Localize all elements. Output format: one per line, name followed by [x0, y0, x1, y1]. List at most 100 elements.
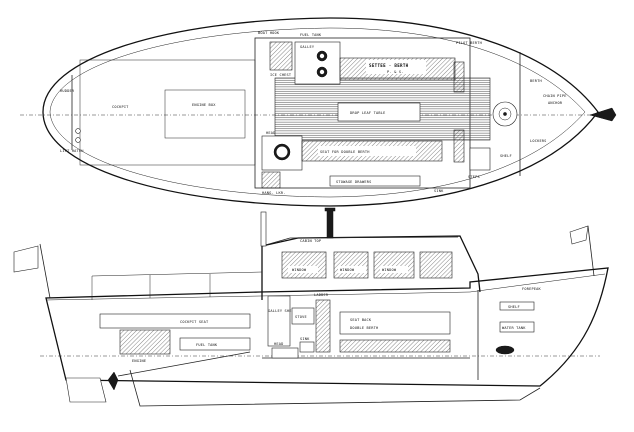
stove-burner-2-inner: [319, 69, 325, 75]
window-2-label: WINDOW: [340, 268, 355, 272]
double-berth-profile: [339, 311, 451, 335]
galley-shelf-profile: [267, 295, 291, 347]
bow-flag: [569, 225, 589, 245]
settee-double-berth-label: SEAT FOR DOUBLE BERTH: [320, 150, 370, 154]
fuel-tank-profile: [179, 337, 251, 351]
rudder-blade: [65, 377, 107, 403]
ladder-profile: [315, 299, 331, 353]
propeller: [107, 371, 119, 391]
drop-leaf-table: [337, 102, 421, 122]
rudder-label: RUDDER: [60, 89, 75, 93]
settee-berth-sub-label: P. & S.: [387, 70, 404, 74]
lockers-label: LOCKERS: [530, 139, 547, 143]
shelf-profile-label: SHELF: [508, 305, 520, 309]
cockpit-rail: [91, 271, 263, 300]
rudder-post-1: [75, 128, 81, 134]
galley-block: [294, 41, 341, 85]
cockpit-seat: [99, 313, 251, 329]
sink-profile-label: SINK: [300, 337, 310, 341]
anchor-label: ANCHOR: [548, 101, 563, 105]
mast-step-inner: [498, 107, 512, 121]
fuel-tank-plan-label: FUEL TANK: [300, 33, 322, 37]
shelf-profile: [499, 301, 535, 311]
window-3-label-bg: [380, 266, 408, 273]
settee-berth-top-label-bg: [366, 60, 426, 74]
boat-hook-label: BOAT HOOK: [258, 31, 280, 35]
sink-block: [453, 129, 465, 163]
cabin-top-label: CABIN TOP: [300, 239, 321, 243]
shelf-label: SHELF: [500, 154, 512, 158]
sink-block-upper: [453, 61, 465, 93]
ladder-label: LADDER: [314, 293, 329, 297]
profile-view: CABIN TOP WINDOW WINDOW WINDOW COCKPIT S…: [13, 207, 609, 407]
plan-hull-outline: [42, 17, 599, 207]
hanging-locker: [261, 171, 281, 189]
engine-block: [119, 329, 171, 355]
fuel-tank-label: FUEL TANK: [196, 343, 218, 347]
stowage-drawers-label: STOWAGE DRAWERS: [336, 180, 371, 184]
stack-cap: [324, 207, 336, 212]
engine-label: ENGINE: [132, 359, 146, 363]
head-profile: [271, 347, 299, 359]
window-3-label: WINDOW: [382, 268, 397, 272]
water-tank-profile: [499, 321, 535, 333]
mast-stump: [260, 211, 267, 247]
chain-pipe-label: CHAIN PIPE: [543, 94, 567, 98]
window-1-label-bg: [288, 266, 318, 273]
seat-back-label: SEAT BACK: [350, 318, 372, 322]
window-3: [373, 251, 415, 279]
mast-step-center: [503, 112, 507, 116]
profile-hull: [45, 267, 609, 387]
window-1-label: WINDOW: [292, 268, 307, 272]
stern-flag: [13, 245, 39, 273]
steps-label: STEPS: [468, 175, 480, 179]
sink-profile: [299, 341, 315, 353]
double-berth-label: DOUBLE BERTH: [350, 326, 378, 330]
forepeak-label: FOREPEAK: [522, 287, 542, 291]
cockpit-seat-label: COCKPIT SEAT: [180, 320, 209, 324]
window-2: [333, 251, 369, 279]
keel: [129, 369, 541, 407]
window-4: [419, 251, 453, 279]
engine-box-label: ENGINE BOX: [192, 103, 216, 107]
drop-leaf-table-label: DROP LEAF TABLE: [350, 111, 385, 115]
lift-hatch-label: LIFT HATCH: [60, 149, 84, 153]
stove-label: STOVE: [295, 315, 307, 319]
window-2-label-bg: [338, 266, 366, 273]
water-tank-label: WATER TANK: [502, 326, 526, 330]
sink-label: SINK: [434, 189, 444, 193]
cabin-house: [261, 235, 481, 300]
engine-box: [164, 89, 246, 139]
anchor-profile: [495, 345, 515, 355]
berth-1-label: BERTH: [530, 79, 542, 83]
settee-berth-bottom-label-bg: [318, 146, 416, 156]
prop-shaft: [117, 351, 251, 377]
head-label: HEAD: [266, 131, 275, 135]
pilot-berth-label: PILOT BERTH: [456, 41, 482, 45]
plan-deck-line: [49, 27, 586, 198]
head-toilet-inner: [276, 146, 288, 158]
window-1: [281, 251, 327, 279]
galley-label: GALLEY: [300, 45, 315, 49]
stove-profile: [291, 307, 315, 325]
cabin-top: [261, 236, 459, 247]
sheer-line: [45, 273, 606, 301]
steps-block: [469, 147, 491, 171]
berth-drawers: [339, 339, 451, 353]
plan-view: ENGINE BOX COCKPIT RUDDER LIFT HATCH GAL…: [20, 17, 617, 207]
ice-chest-label: ICE CHEST: [270, 73, 292, 77]
stove-burner-1-inner: [319, 53, 325, 59]
bow-fitting: [589, 107, 617, 122]
cockpit-label: COCKPIT: [112, 105, 129, 109]
ice-chest: [269, 41, 293, 71]
stern-flagstaff: [39, 243, 51, 299]
stowage-drawers: [329, 175, 421, 187]
head-profile-label: HEAD: [274, 342, 283, 346]
hanging-locker-label: HANG. LKR.: [262, 191, 286, 195]
galley-shelf-label: GALLEY SHELF: [268, 309, 296, 313]
cockpit-area: [79, 59, 256, 166]
bow-flagstaff: [587, 225, 595, 277]
exhaust-stack: [326, 209, 334, 239]
rudder-post-2: [75, 137, 81, 143]
